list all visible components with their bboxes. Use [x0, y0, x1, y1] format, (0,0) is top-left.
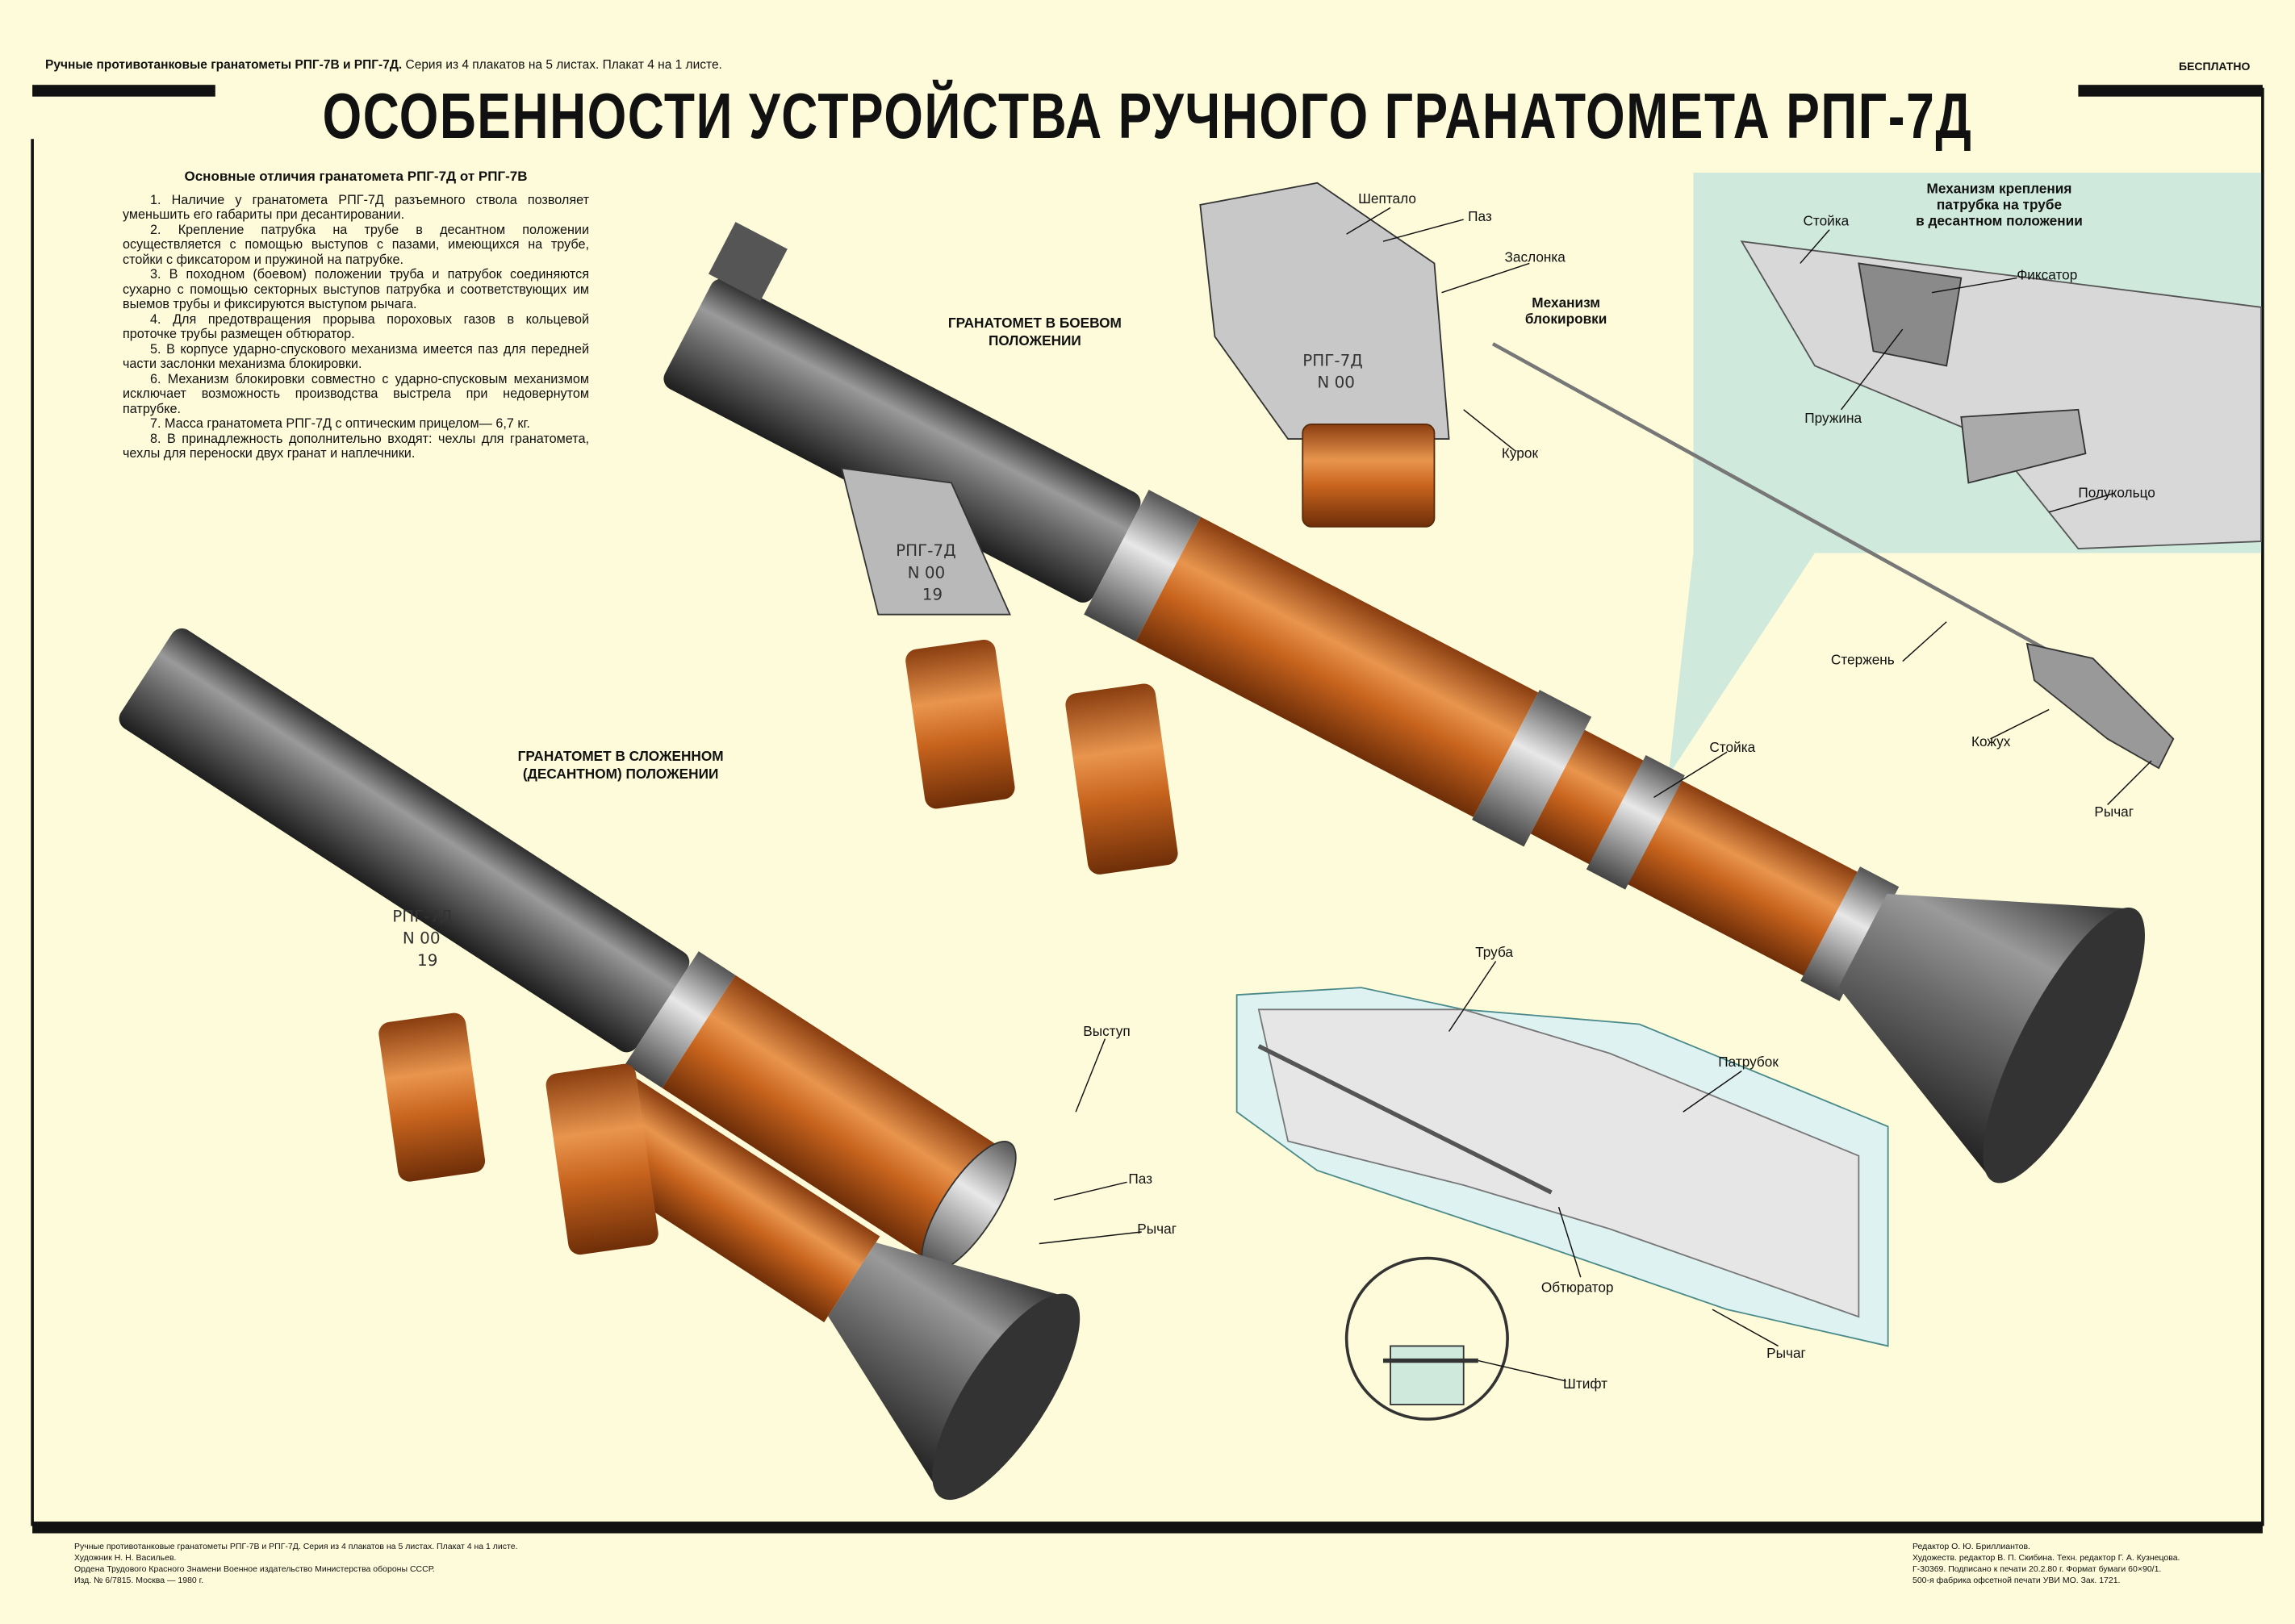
difference-item: 4. Для предотвращения прорыва пороховых …: [123, 311, 589, 342]
marking-number-folded: N 00: [403, 929, 441, 948]
difference-item: 1. Наличие у гранатомета РПГ-7Д разъемно…: [123, 192, 589, 223]
footer-line: Художеств. редактор В. П. Скибина. Техн.…: [1912, 1553, 2180, 1563]
rpg-combat-position: [663, 222, 2145, 1184]
difference-item: 7. Масса гранатомета РПГ-7Д с оптическим…: [150, 416, 530, 431]
label-truba: Труба: [1475, 944, 1513, 960]
magnifier-circle: [1344, 1256, 1509, 1421]
footer-line: Редактор О. Ю. Бриллиантов.: [1912, 1542, 2030, 1551]
label-paz-top: Паз: [1468, 208, 1492, 224]
marking-model-combat: РПГ-7Д: [896, 541, 956, 560]
inset-caption-2: патрубка на трубе: [1937, 196, 2062, 212]
rpg-combat-grips: РПГ-7Д N 00 19: [840, 467, 1178, 875]
label-vystup: Выступ: [1083, 1023, 1130, 1039]
differences-text: Основные отличия гранатомета РПГ-7Д от Р…: [123, 169, 589, 461]
label-zaslonka: Заслонка: [1504, 249, 1566, 265]
footer-line: Ручные противотанковые гранатометы РПГ-7…: [74, 1542, 518, 1551]
marking-number-combat: N 00: [908, 562, 946, 582]
difference-item: 2. Крепление патрубка на трубе в десантн…: [123, 222, 589, 267]
rod: [1491, 342, 2050, 653]
footer-line: Изд. № 6/7815. Москва — 1980 г.: [74, 1576, 204, 1585]
footer-line: Г-30369. Подписано к печати 20.2.80 г. Ф…: [1912, 1564, 2162, 1574]
label-obturator: Обтюратор: [1541, 1279, 1614, 1295]
lock-caption-2: блокировки: [1525, 311, 1607, 327]
marking-model: РПГ-7Д: [1302, 350, 1363, 369]
footer-right: Редактор О. Ю. Бриллиантов. Художеств. р…: [1912, 1541, 2180, 1586]
cutaway-section: [1235, 987, 1889, 1421]
series-bold: Ручные противотанковые гранатометы РПГ-7…: [45, 58, 403, 72]
label-rychag-right: Рычаг: [2094, 804, 2134, 820]
rpg-folded-grips: РПГ-7Д N 00 19: [378, 907, 658, 1255]
marking-year-combat: 19: [922, 585, 943, 604]
footer-line: Ордена Трудового Красного Знамени Военно…: [74, 1564, 435, 1574]
footer-line: Художник Н. Н. Васильев.: [74, 1553, 177, 1563]
leader-lines: [1039, 207, 2152, 1382]
label-polukoltso: Полукольцо: [2078, 485, 2155, 501]
label-shtift: Штифт: [1563, 1376, 1607, 1392]
poster-frame: [31, 85, 2264, 1534]
label-paz-bottom: Паз: [1128, 1171, 1152, 1187]
label-stoyka-inset: Стойка: [1803, 212, 1849, 228]
differences-heading: Основные отличия гранатомета РПГ-7Д от Р…: [184, 169, 528, 184]
folded-caption-2: (ДЕСАНТНОМ) ПОЛОЖЕНИИ: [523, 766, 718, 782]
label-patrubok: Патрубок: [1718, 1054, 1779, 1070]
label-stoyka: Стойка: [1709, 739, 1755, 755]
difference-item: 8. В принадлежность дополнительно входят…: [123, 431, 589, 461]
label-sheptalo: Шептало: [1358, 190, 1416, 207]
marking-model-folded: РПГ-7Д: [392, 907, 453, 926]
difference-item: 5. В корпусе ударно-спускового механизма…: [123, 341, 589, 372]
folded-caption-1: ГРАНАТОМЕТ В СЛОЖЕННОМ: [518, 748, 724, 764]
series-rest: Серия из 4 плакатов на 5 листах. Плакат …: [405, 58, 722, 72]
combat-caption-2: ПОЛОЖЕНИИ: [989, 332, 1081, 349]
label-kozhukh: Кожух: [1971, 733, 2011, 749]
label-rychag-folded: Рычаг: [1137, 1221, 1177, 1237]
series-line: Ручные противотанковые гранатометы РПГ-7…: [45, 58, 722, 73]
rpg-folded-position: [119, 628, 1081, 1501]
difference-item: 6. Механизм блокировки совместно с ударн…: [123, 371, 589, 416]
trigger-mechanism-detail: РПГ-7Д N 00: [1199, 182, 1450, 528]
inset-mount-detail: Механизм крепления патрубка на трубе в д…: [1668, 172, 2262, 776]
housing: [2025, 642, 2175, 770]
lock-caption-1: Механизм: [1532, 294, 1600, 311]
label-pruzhina: Пружина: [1804, 410, 1862, 426]
marking-number: N 00: [1317, 373, 1355, 392]
label-kurok: Курок: [1502, 445, 1539, 461]
page-title: ОСОБЕННОСТИ УСТРОЙСТВА РУЧНОГО ГРАНАТОМЕ…: [322, 80, 1973, 152]
inset-caption-3: в десантном положении: [1916, 212, 2083, 228]
footer-line: 500-я фабрика офсетной печати УВИ МО. За…: [1912, 1576, 2121, 1585]
footer-left: Ручные противотанковые гранатометы РПГ-7…: [74, 1541, 518, 1586]
inset-caption-1: Механизм крепления: [1927, 180, 2072, 196]
label-fiksator: Фиксатор: [2017, 266, 2077, 282]
label-rychag-cut: Рычаг: [1766, 1345, 1806, 1361]
free-label: БЕСПЛАТНО: [2179, 60, 2251, 73]
marking-year-folded: 19: [417, 950, 437, 970]
difference-item: 3. В походном (боевом) положении труба и…: [123, 267, 589, 311]
combat-caption-1: ГРАНАТОМЕТ В БОЕВОМ: [948, 315, 1122, 331]
label-sterzhen: Стержень: [1831, 651, 1895, 667]
